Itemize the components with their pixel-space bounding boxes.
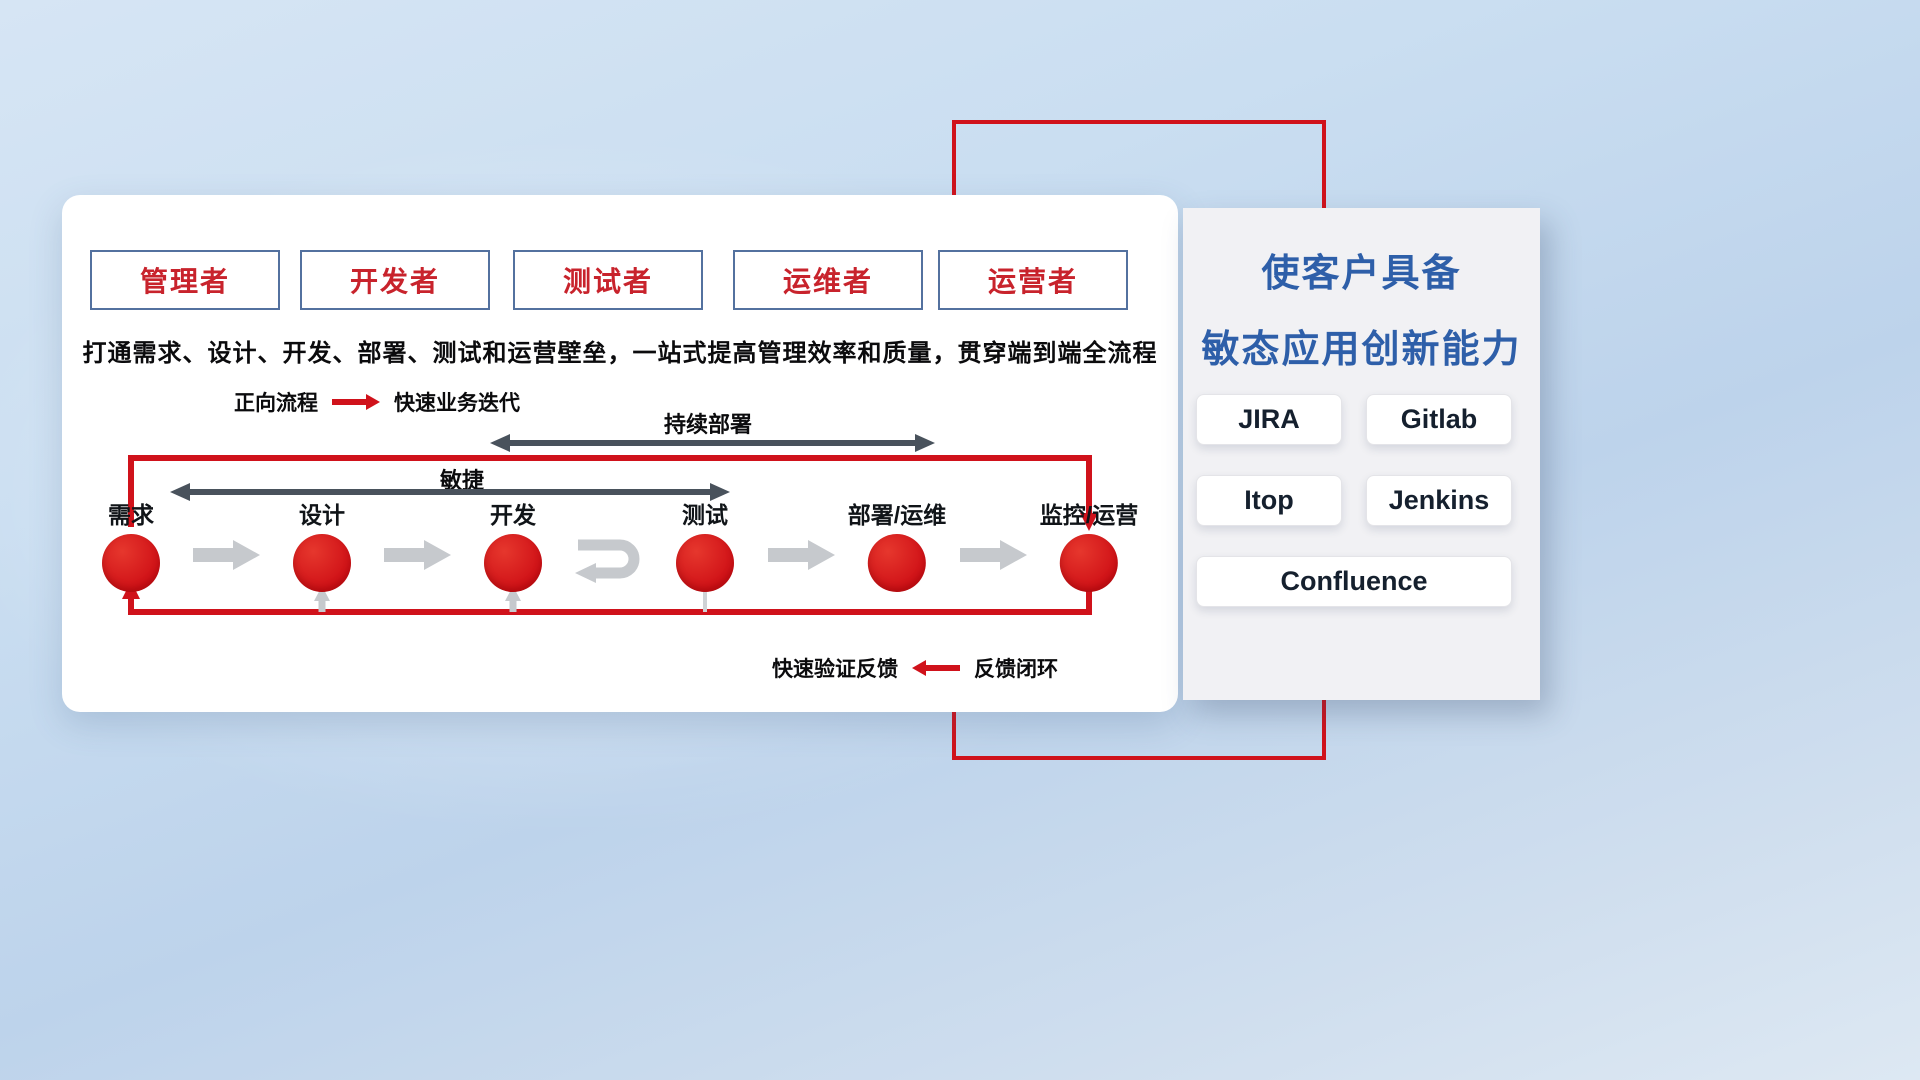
forward-arrow-icon (332, 394, 380, 410)
tool-label: Gitlab (1400, 404, 1478, 434)
tool-itop: Itop (1196, 475, 1342, 526)
tool-gitlab: Gitlab (1366, 394, 1512, 445)
stage-node-circle (1059, 534, 1118, 592)
role-box-developer: 开发者 (300, 250, 490, 310)
connector-arrow (960, 540, 1027, 570)
stage-node-circle (484, 534, 542, 592)
tool-label: Jenkins (1388, 485, 1490, 515)
role-label: 运营者 (987, 266, 1078, 297)
stage-testing: 测试 (676, 496, 734, 592)
legend-feedback-label: 反馈闭环 (974, 658, 1058, 681)
stage-monitor-ops: 监控/运营 (1040, 496, 1138, 592)
stage-design: 设计 (293, 496, 351, 592)
role-label: 开发者 (349, 266, 440, 297)
forward-flow-line (128, 455, 1098, 531)
flow-subtitle: 打通需求、设计、开发、部署、测试和运营壁垒，一站式提高管理效率和质量，贯穿端到端… (82, 340, 1158, 367)
connector-arrow (193, 540, 260, 570)
stage-requirements: 需求 (102, 496, 160, 592)
connector-arrow (768, 540, 835, 570)
role-box-operator: 运营者 (938, 250, 1128, 310)
legend-forward-flow: 正向流程 快速业务迭代 (234, 387, 520, 417)
tool-label: Itop (1244, 485, 1294, 515)
legend-forward-desc: 快速业务迭代 (394, 392, 520, 415)
continuous-deploy-label: 持续部署 (663, 412, 753, 437)
stage-development: 开发 (484, 496, 542, 592)
legend-feedback-loop: 快速验证反馈 反馈闭环 (772, 653, 1058, 683)
stage-node-circle (293, 534, 351, 592)
stage-label: 部署/运维 (847, 502, 947, 528)
agile-label: 敏捷 (439, 468, 485, 493)
tool-label: JIRA (1238, 404, 1300, 434)
stage-label: 监控/运营 (1039, 502, 1139, 528)
legend-feedback-desc: 快速验证反馈 (772, 658, 898, 681)
role-label: 测试者 (562, 266, 653, 297)
role-box-ops: 运维者 (733, 250, 923, 310)
stage-deploy-ops: 部署/运维 (848, 496, 946, 592)
capability-panel: 使客户具备 敏态应用创新能力 JIRA Gitlab Itop Jenkins … (1183, 208, 1540, 700)
role-label: 管理者 (139, 266, 230, 297)
capability-title-line1: 使客户具备 (1261, 253, 1462, 295)
capability-title-line2: 敏态应用创新能力 (1201, 329, 1522, 371)
stage-label: 开发 (490, 502, 536, 528)
stage-node-circle (102, 534, 160, 592)
stage-node-circle (867, 534, 926, 592)
feedback-arrow-icon (912, 660, 960, 676)
legend-forward-label: 正向流程 (234, 392, 318, 415)
tool-confluence: Confluence (1196, 556, 1512, 607)
tool-label: Confluence (1280, 566, 1428, 596)
iteration-loop-icon (575, 539, 640, 583)
role-box-manager: 管理者 (90, 250, 280, 310)
stage-label: 设计 (299, 502, 345, 528)
role-box-tester: 测试者 (513, 250, 703, 310)
devops-flow-panel: 管理者 开发者 测试者 运维者 运营者 打通需求、设计、开发、部署、测试和运营壁… (62, 195, 1178, 712)
role-label: 运维者 (782, 266, 873, 297)
stage-node-circle (676, 534, 734, 592)
stage-label: 测试 (682, 502, 728, 528)
stage-label: 需求 (108, 502, 154, 528)
tool-jira: JIRA (1196, 394, 1342, 445)
connector-arrow (384, 540, 451, 570)
tool-jenkins: Jenkins (1366, 475, 1512, 526)
